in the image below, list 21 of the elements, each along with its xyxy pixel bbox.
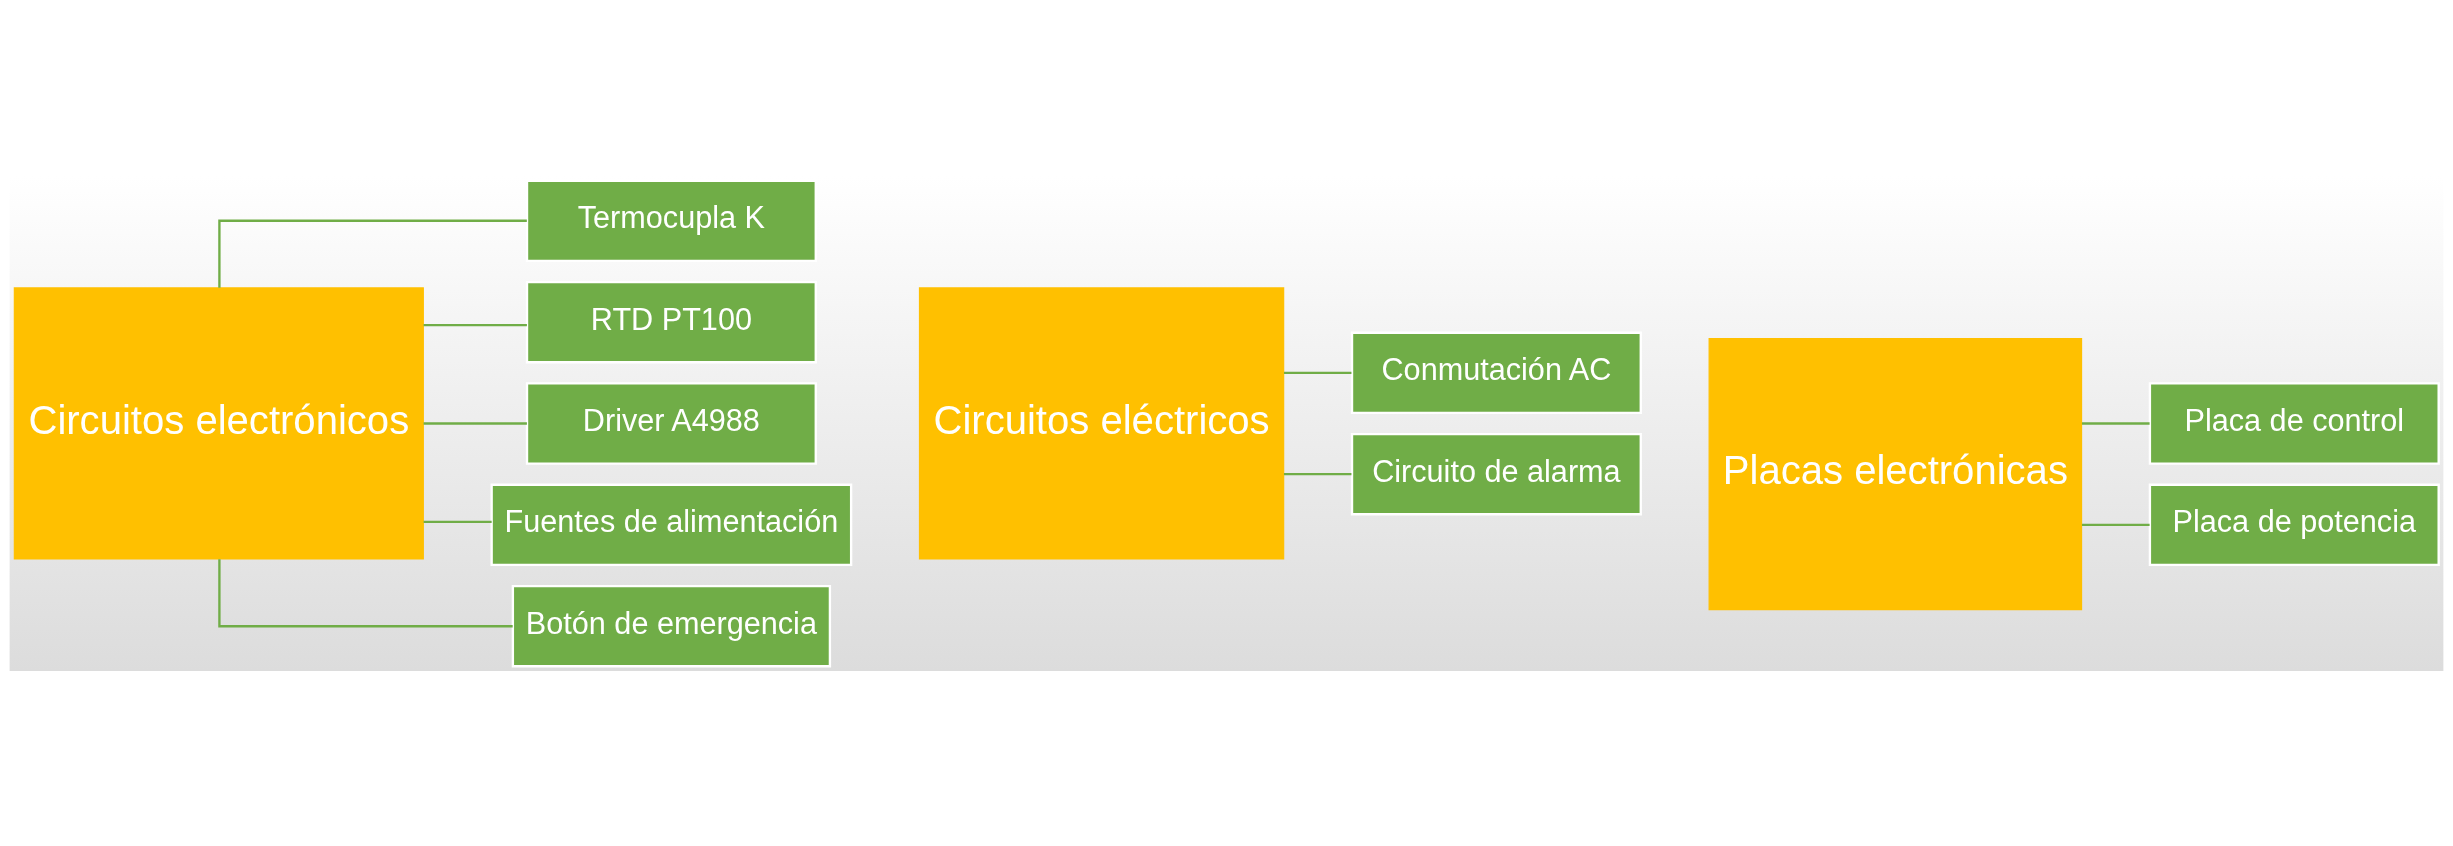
node-box: Driver A4988	[525, 381, 817, 465]
node-box: Termocupla K	[525, 179, 817, 262]
node-box: Placas electrónicas	[1708, 337, 2083, 610]
node-box: Fuentes de alimentación	[490, 483, 853, 566]
node-box: Circuitos electrónicos	[13, 286, 424, 560]
connector	[218, 219, 527, 288]
connector	[2081, 523, 2150, 526]
connector	[423, 323, 527, 326]
node-box: RTD PT100	[525, 280, 817, 363]
connector	[1283, 472, 1352, 475]
node-box: Circuito de alarma	[1350, 432, 1642, 515]
node-box: Circuitos eléctricos	[918, 286, 1285, 560]
connector	[1283, 371, 1352, 374]
connector	[423, 520, 492, 523]
node-box: Conmutación AC	[1350, 331, 1642, 414]
connector	[2081, 421, 2150, 425]
connector	[218, 558, 513, 627]
node-box: Placa de control	[2148, 381, 2440, 465]
connector	[423, 421, 527, 425]
node-box: Placa de potencia	[2148, 483, 2440, 566]
node-box: Botón de emergencia	[511, 584, 832, 667]
